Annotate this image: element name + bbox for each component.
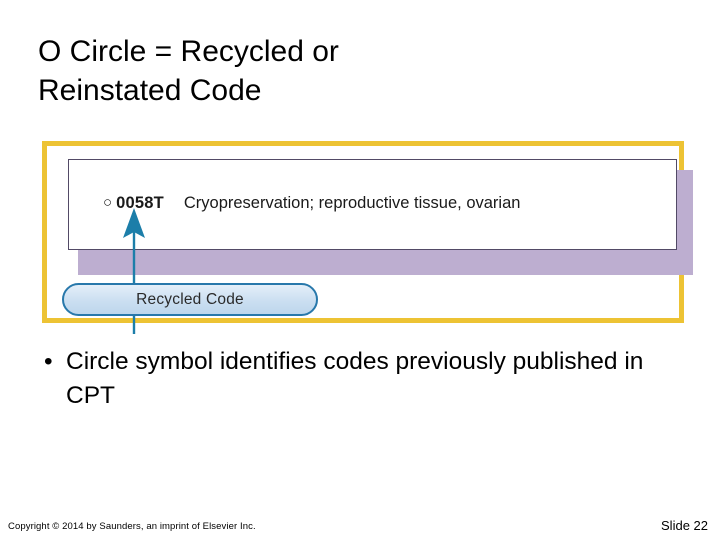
callout-arrow-icon [123,208,145,334]
page-title: O Circle = Recycled or Reinstated Code [38,35,339,107]
bullet-list: • Circle symbol identifies codes previou… [36,345,676,413]
code-entry-box: ○0058T Cryopreservation; reproductive tis… [68,159,677,250]
recycled-code-callout-label: Recycled Code [136,290,244,308]
figure-content: ○0058T Cryopreservation; reproductive tis… [47,146,693,334]
list-item-text: Circle symbol identifies codes previousl… [66,348,644,409]
list-item: • Circle symbol identifies codes previou… [36,345,676,413]
footer-copyright: Copyright © 2014 by Saunders, an imprint… [8,521,256,532]
code-description: Cryopreservation; reproductive tissue, o… [183,194,521,212]
slide-number: Slide 22 [661,518,708,533]
figure-yellow-frame: ○0058T Cryopreservation; reproductive tis… [42,141,693,334]
code-entry-line: ○0058T Cryopreservation; reproductive tis… [103,193,520,213]
circle-symbol-icon: ○ [103,194,113,211]
arrow-head [123,208,145,238]
code-number: 0058T [116,194,164,212]
recycled-code-callout: Recycled Code [62,283,318,316]
bullet-marker-icon: • [44,348,53,375]
